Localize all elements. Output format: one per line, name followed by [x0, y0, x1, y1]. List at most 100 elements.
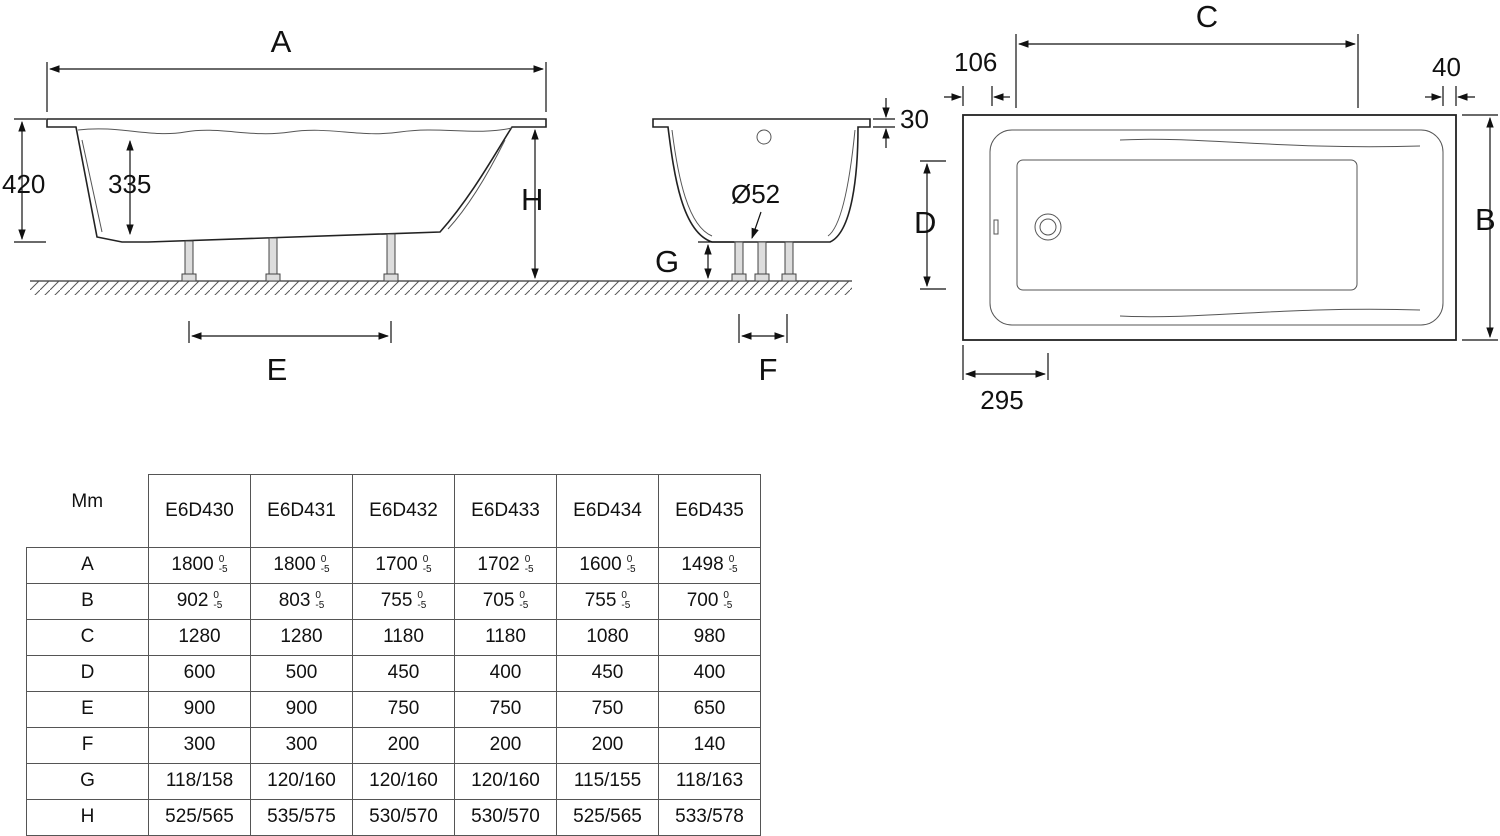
cell-value: 803	[278, 590, 311, 611]
tolerance: 0-5	[626, 553, 636, 575]
cell-value: 300	[285, 734, 318, 755]
dim-h-label: H	[521, 182, 543, 217]
table-cell: 700 0-5	[658, 582, 761, 620]
dim-a-label: A	[271, 24, 292, 59]
cell-value: 705	[482, 590, 515, 611]
table-cell: 500	[250, 654, 353, 692]
dim-420-label: 420	[2, 169, 45, 199]
tolerance: 0-5	[525, 554, 534, 575]
cell-value: 533/578	[675, 806, 744, 827]
table-cell: 1180	[352, 618, 455, 656]
dimension-label: E	[26, 690, 149, 728]
tolerance: 0-5	[621, 590, 630, 611]
cell-value: 200	[591, 734, 624, 755]
cell-value: 530/570	[471, 806, 540, 827]
cell-value: 755	[380, 590, 413, 611]
dim-b-label: B	[1475, 202, 1496, 237]
cell-value: 120/160	[267, 770, 336, 791]
cell-value: 118/163	[675, 770, 744, 791]
tolerance: 0-5	[213, 589, 223, 611]
tolerance-lower: -5	[519, 599, 529, 611]
tolerance-lower: -5	[417, 599, 427, 611]
table-cell: 120/160	[250, 762, 353, 800]
model-header: E6D432	[352, 474, 455, 548]
table-cell: 450	[352, 654, 455, 692]
table-cell: 750	[556, 690, 659, 728]
table-cell: 600	[148, 654, 251, 692]
dim-106-label: 106	[954, 47, 997, 77]
table-cell: 1800 0-5	[250, 546, 353, 584]
tolerance: 0-5	[519, 590, 529, 611]
table-cell: 1180	[454, 618, 557, 656]
cell-value: 120/160	[369, 770, 438, 791]
tolerance: 0-5	[218, 553, 228, 575]
cell-value: 1080	[586, 626, 629, 647]
cell-value: 115/155	[573, 770, 642, 791]
cell-value: 1800	[273, 554, 316, 575]
table-cell: 200	[352, 726, 455, 764]
tolerance-upper: 0	[213, 589, 219, 601]
drain-diameter-label: Ø52	[731, 179, 780, 209]
tolerance: 0-5	[417, 590, 427, 611]
drain-hole	[1034, 213, 1062, 241]
tolerance-lower: -5	[728, 563, 738, 575]
cell-value: 450	[387, 662, 420, 683]
model-header: E6D433	[454, 474, 557, 548]
table-cell: 120/160	[454, 762, 557, 800]
table-cell: 755 0-5	[352, 582, 455, 620]
dim-295-label: 295	[980, 385, 1023, 415]
table-cell: 1280	[250, 618, 353, 656]
cell-value: 650	[693, 698, 726, 719]
tolerance-lower: -5	[315, 599, 325, 611]
tolerance-lower: -5	[626, 563, 636, 575]
cell-value: 1702	[477, 554, 520, 575]
dimension-label: G	[26, 762, 149, 800]
cell-value: 400	[693, 662, 726, 683]
dimensions-table-body: Mm E6D430 E6D431 E6D432 E6D433 E6D434 E6…	[26, 474, 761, 836]
cell-value: 600	[183, 662, 216, 683]
cell-value: 980	[693, 626, 726, 647]
table-cell: 118/163	[658, 762, 761, 800]
table-cell: 530/570	[454, 798, 557, 836]
table-cell: 533/578	[658, 798, 761, 836]
tolerance-upper: 0	[723, 589, 729, 601]
dim-30-label: 30	[900, 104, 929, 134]
table-cell: 400	[658, 654, 761, 692]
cell-value: 400	[489, 662, 522, 683]
table-cell: 300	[250, 726, 353, 764]
cell-value: 200	[489, 734, 522, 755]
dimension-label: D	[26, 654, 149, 692]
table-cell: 750	[352, 690, 455, 728]
table-cell: 900	[148, 690, 251, 728]
table-cell: 300	[148, 726, 251, 764]
model-header: E6D434	[556, 474, 659, 548]
cell-value: 700	[686, 590, 719, 611]
cell-value: 530/570	[369, 806, 438, 827]
side-view-waterline	[77, 127, 513, 135]
cell-value: 200	[387, 734, 420, 755]
tolerance-upper: 0	[320, 553, 327, 565]
end-view: 30 Ø52 G F	[652, 98, 929, 387]
tolerance-upper: 0	[626, 553, 633, 565]
tolerance-upper: 0	[218, 553, 225, 565]
table-cell: 1800 0-5	[148, 546, 251, 584]
table-cell: 525/565	[556, 798, 659, 836]
cell-value: 1498	[681, 554, 724, 575]
side-view-legs	[181, 233, 399, 282]
cell-value: 1180	[383, 626, 424, 647]
tolerance-lower: -5	[213, 599, 223, 611]
floor	[30, 280, 852, 295]
dimension-label: H	[26, 798, 149, 836]
tolerance-lower: -5	[723, 599, 733, 611]
dim-c-label: C	[1196, 0, 1218, 34]
tolerance: 0-5	[320, 553, 330, 575]
tolerance: 0-5	[728, 554, 738, 575]
cell-value: 1800	[171, 554, 214, 575]
